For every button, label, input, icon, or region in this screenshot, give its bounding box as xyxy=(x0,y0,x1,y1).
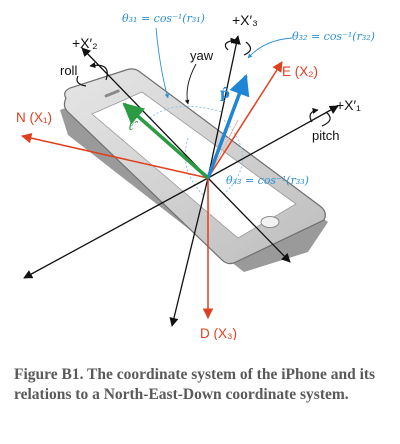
yaw-label: yaw xyxy=(190,48,214,63)
x2-axis-neg xyxy=(207,177,291,263)
l-hat-label: ℓ̂ xyxy=(128,119,138,134)
speaker-slot xyxy=(104,89,120,98)
theta33-label: θ₃₃ = cos⁻¹(r₃₃) xyxy=(226,174,309,187)
x3-axis xyxy=(207,35,241,179)
x3-label: +X′₃ xyxy=(232,12,258,28)
x1-axis-neg xyxy=(23,177,209,279)
x1-axis xyxy=(207,105,339,179)
yaw-leader xyxy=(184,63,197,105)
north-axis xyxy=(20,132,209,179)
x3-axis-neg xyxy=(169,177,209,327)
ned-axes xyxy=(20,61,283,320)
p-hat-label: p̂ xyxy=(220,86,230,102)
p-hat-vector xyxy=(206,74,250,179)
x1-label: +X′₁ xyxy=(336,97,361,113)
theta32-label: θ₃₂ = cos⁻¹(r₃₂) xyxy=(292,30,375,43)
yaw-rotation-icon xyxy=(224,37,252,56)
east-axis xyxy=(207,61,283,179)
l-hat-vector xyxy=(122,102,210,180)
angle-label-leaders xyxy=(155,27,293,99)
pitch-rotation-icon xyxy=(309,107,331,127)
roll-label: roll xyxy=(60,63,77,78)
iphone-illustration xyxy=(60,68,328,272)
figure-caption: Figure B1. The coordinate system of the … xyxy=(14,366,376,403)
east-label: E (X₂) xyxy=(282,64,318,79)
x2-label: +X′₂ xyxy=(72,35,98,51)
home-button xyxy=(260,216,280,228)
roll-rotation-icon xyxy=(76,62,108,87)
coordinate-system-figure: θ₃₁ = cos⁻¹(r₃₁) θ₃₂ = cos⁻¹(r₃₂) θ₃₃ = … xyxy=(16,12,375,340)
down-label: D (X₃) xyxy=(200,326,237,340)
pitch-label: pitch xyxy=(312,128,339,143)
north-label: N (X₁) xyxy=(16,110,52,125)
theta31-label: θ₃₁ = cos⁻¹(r₃₁) xyxy=(122,12,205,25)
